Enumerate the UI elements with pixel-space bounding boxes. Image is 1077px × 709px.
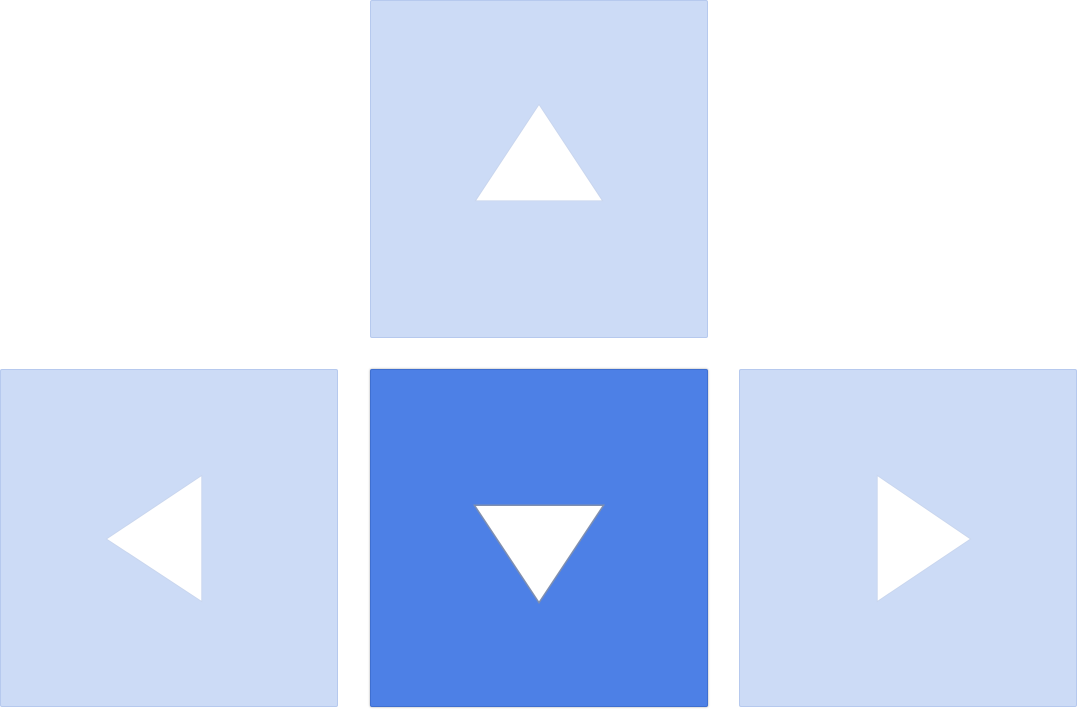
right-arrow-button[interactable] xyxy=(739,369,1077,707)
up-arrow-button[interactable] xyxy=(370,0,708,338)
triangle-right-icon xyxy=(876,474,972,603)
triangle-up-icon xyxy=(474,103,604,202)
down-arrow-button[interactable] xyxy=(370,369,708,707)
triangle-down-icon xyxy=(472,504,606,604)
left-arrow-button[interactable] xyxy=(0,369,338,707)
triangle-left-icon xyxy=(105,474,203,603)
